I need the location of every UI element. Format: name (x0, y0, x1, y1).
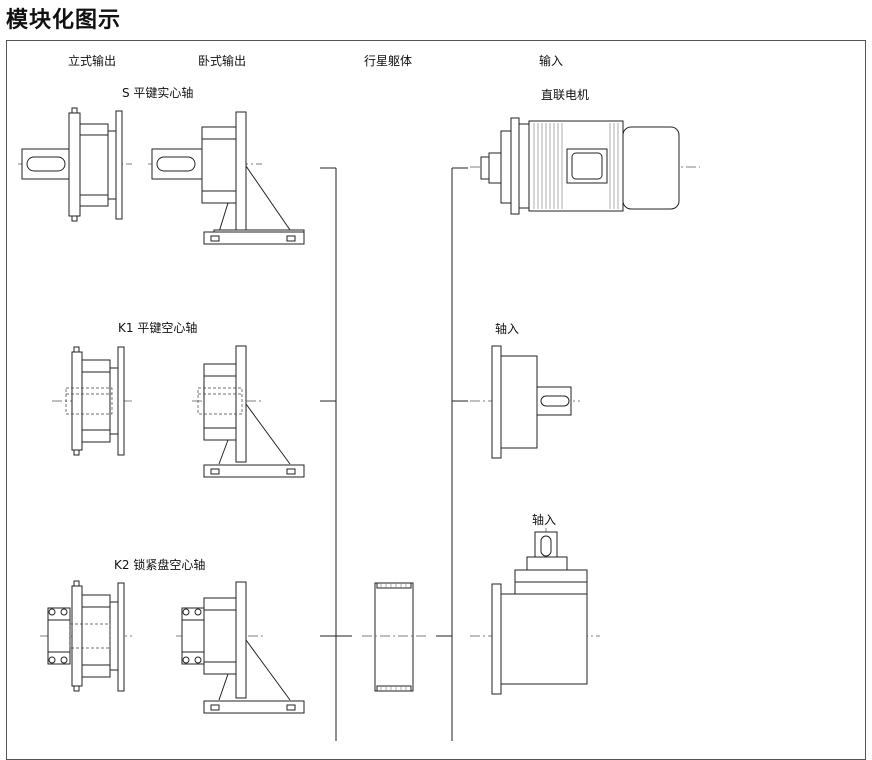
output-connector-lines (320, 167, 352, 741)
horizontal-output-k2-shrink-disc-drawing (176, 581, 305, 714)
page-title: 模块化图示 (6, 8, 122, 33)
direct-motor-drawing (470, 117, 700, 215)
column-label-input: 输入 (539, 54, 564, 68)
planetary-body-drawing (362, 582, 426, 692)
column-label-vertical-output: 立式输出 (68, 54, 117, 68)
input-connector-lines (436, 167, 468, 741)
column-label-horizontal-output: 卧式输出 (198, 54, 247, 68)
input-label-shaft-input-2: 轴入 (532, 513, 557, 527)
horizontal-output-solid-shaft-drawing (148, 111, 305, 245)
shaft-input-2-drawing (470, 528, 600, 695)
input-label-shaft-input-1: 轴入 (495, 322, 520, 336)
row-label-s-solid-shaft: S 平键实心轴 (122, 86, 194, 100)
column-label-planetary-body: 行星躯体 (364, 54, 413, 68)
horizontal-output-k1-hollow-shaft-drawing (192, 345, 305, 478)
row-label-k1-hollow-shaft: K1 平键空心轴 (118, 321, 198, 335)
vertical-output-k2-shrink-disc-drawing (40, 580, 132, 692)
row-label-k2-shrink-disc: K2 锁紧盘空心轴 (114, 558, 206, 572)
shaft-input-1-drawing (470, 345, 580, 459)
input-label-direct-motor: 直联电机 (541, 88, 590, 102)
gearbox-drawing (18, 107, 700, 741)
vertical-output-solid-shaft-drawing (18, 107, 132, 222)
vertical-output-k1-hollow-shaft-drawing (52, 346, 132, 456)
